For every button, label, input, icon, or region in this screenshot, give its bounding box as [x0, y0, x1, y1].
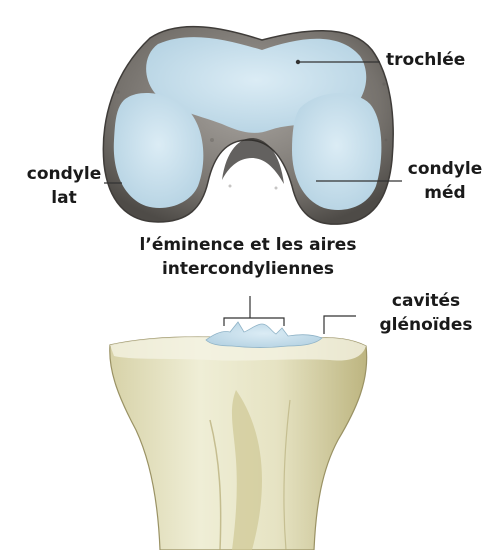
label-trochlee-text: trochlée — [386, 50, 465, 70]
label-condyle-lat: condyle lat — [16, 162, 112, 210]
label-condyle-lat-line1: condyle — [16, 162, 112, 186]
label-condyle-lat-line2: lat — [16, 186, 112, 210]
label-cavites-line1: cavités — [368, 289, 484, 313]
label-eminence-line2: intercondyliennes — [98, 257, 398, 281]
leader-cavites-bracket — [324, 316, 356, 334]
label-eminence: l’éminence et les aires intercondylienne… — [98, 233, 398, 281]
tibia — [110, 322, 367, 550]
label-eminence-line1: l’éminence et les aires — [98, 233, 398, 257]
label-cavites-line2: glénoïdes — [368, 313, 484, 337]
label-condyle-med: condyle méd — [404, 157, 486, 205]
label-condyle-med-line2: méd — [404, 181, 486, 205]
label-cavites: cavités glénoïdes — [368, 289, 484, 337]
leader-eminence-bracket — [224, 296, 284, 326]
label-trochlee: trochlée — [386, 48, 465, 72]
femur — [103, 27, 393, 225]
label-condyle-med-line1: condyle — [404, 157, 486, 181]
medial-condyle-cartilage — [292, 93, 381, 210]
